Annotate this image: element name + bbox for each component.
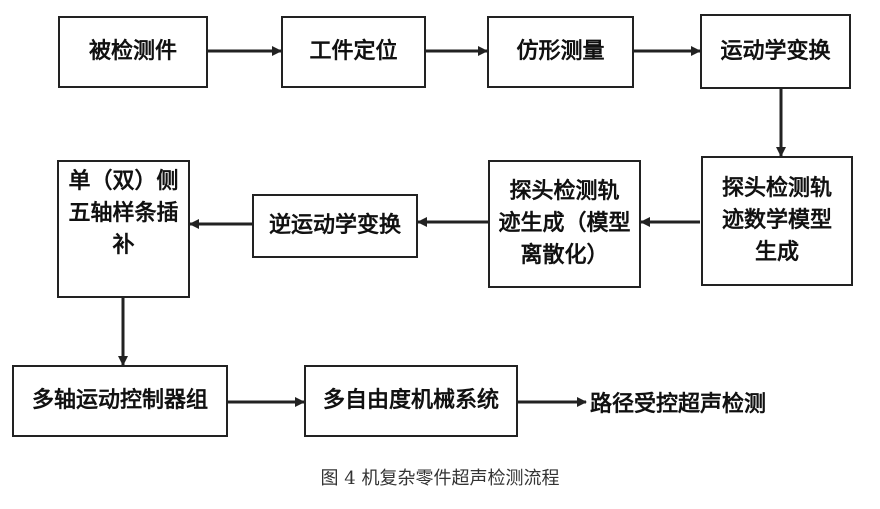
figure-caption: 图 4 机复杂零件超声检测流程 [320,468,560,489]
node-path-controlled-ultrasonic-inspection: 路径受控超声检测 [590,392,767,417]
node-kinematic-transform: 运动学变换 [700,14,851,89]
node-multi-dof-mechanical-system: 多自由度机械系统 [304,365,518,437]
node-workpiece-positioning: 工件定位 [281,16,426,88]
node-probe-trajectory-model: 探头检测轨 迹数学模型 生成 [701,156,853,286]
node-five-axis-spline-interpolation: 单（双）侧 五轴样条插 补 [57,160,190,298]
node-profiling-measurement: 仿形测量 [487,16,634,88]
node-inspected-part: 被检测件 [58,16,208,88]
node-multi-axis-controller: 多轴运动控制器组 [12,365,228,437]
node-inverse-kinematic-transform: 逆运动学变换 [252,194,418,258]
node-probe-trajectory-generation: 探头检测轨 迹生成（模型 离散化） [488,160,641,288]
